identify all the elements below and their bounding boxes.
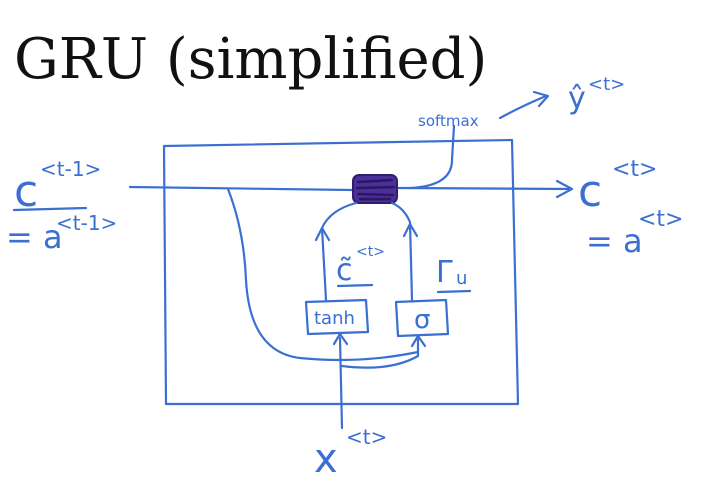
tanh-up-arrow-head: [314, 226, 331, 242]
slide-title: GRU (simplified): [14, 27, 488, 92]
sigma-label: σ: [414, 305, 430, 335]
sigma-up-line: [390, 201, 414, 302]
c-tilde-superscript: <t>: [356, 244, 385, 260]
softmax-label: softmax: [418, 112, 479, 130]
memory-line-out: [396, 186, 572, 191]
c-prev-label: c: [14, 166, 38, 217]
softmax-arrow-head: [532, 90, 550, 108]
c-next-label: c: [578, 166, 602, 217]
softmax-arrow: [498, 94, 548, 120]
x-label: x: [314, 436, 338, 482]
c-prev-underline: [12, 206, 88, 212]
tanh-label: tanh: [314, 308, 355, 329]
memory-arrow-head: [555, 179, 574, 199]
gamma-underline: [436, 289, 472, 294]
gamma-u-subscript: u: [456, 268, 467, 289]
softmax-line: [408, 124, 456, 190]
y-hat-superscript: <t>: [588, 74, 625, 95]
gamma-u-label: Γ: [436, 255, 453, 290]
c-next-superscript: <t>: [612, 157, 658, 182]
x-to-sigma-line: [340, 336, 420, 369]
memory-line-in: [128, 185, 354, 192]
a-next-superscript: <t>: [638, 207, 684, 232]
c-prev-superscript: <t-1>: [40, 157, 101, 181]
a-prev-label: = a: [6, 218, 63, 256]
gru-cell-box: [162, 138, 520, 406]
a-prev-superscript: <t-1>: [56, 211, 117, 235]
sigma-up-arrow-head: [402, 222, 419, 238]
prev-state-branch: [226, 187, 420, 362]
a-next-label: = a: [586, 222, 643, 260]
tanh-box: [304, 298, 370, 336]
c-tilde-label: c̃: [336, 253, 353, 288]
x-input-line: [338, 336, 344, 430]
y-hat-label: ŷ: [568, 81, 586, 116]
c-tilde-underline: [336, 283, 374, 288]
sigma-box: [394, 298, 450, 338]
x-superscript: <t>: [346, 425, 387, 449]
gate-scribble: [355, 178, 396, 201]
